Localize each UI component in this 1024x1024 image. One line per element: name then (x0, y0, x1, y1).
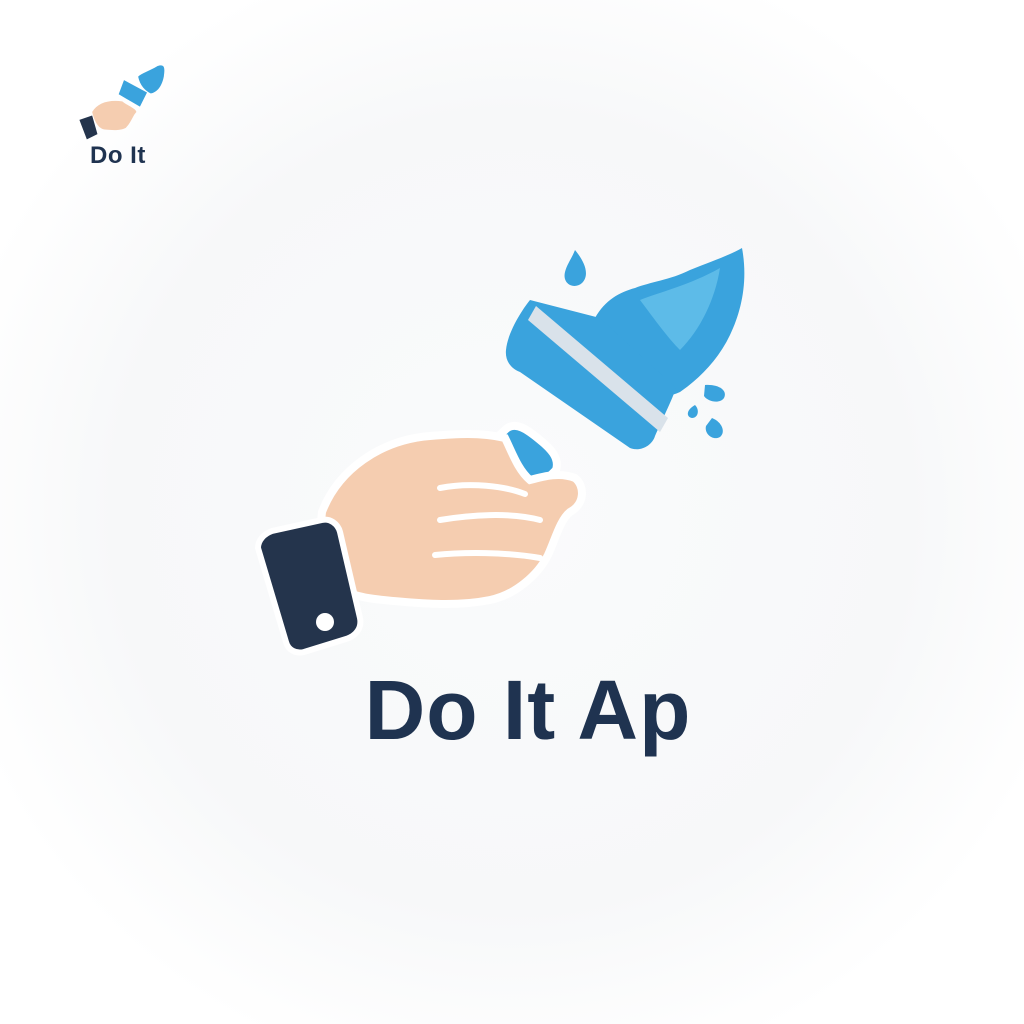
finger-line (432, 550, 543, 561)
paint-droplet (705, 418, 723, 439)
small-brand-name: Do It (90, 142, 146, 169)
finger-line (437, 482, 528, 497)
small-paintbrush-hand-icon (79, 65, 165, 140)
cuff-button (316, 613, 334, 631)
sleeve-cuff (254, 516, 364, 656)
finger-line (437, 512, 543, 523)
ferrule-band (528, 306, 668, 432)
brand-name: Do It Ap (364, 663, 692, 757)
brush-highlight (640, 268, 720, 350)
paintbrush-hand-icon (254, 248, 745, 656)
paint-droplet (564, 250, 586, 286)
small-logo: Do It (78, 64, 170, 174)
paint-droplet (704, 384, 725, 402)
paint-droplet (687, 405, 698, 418)
